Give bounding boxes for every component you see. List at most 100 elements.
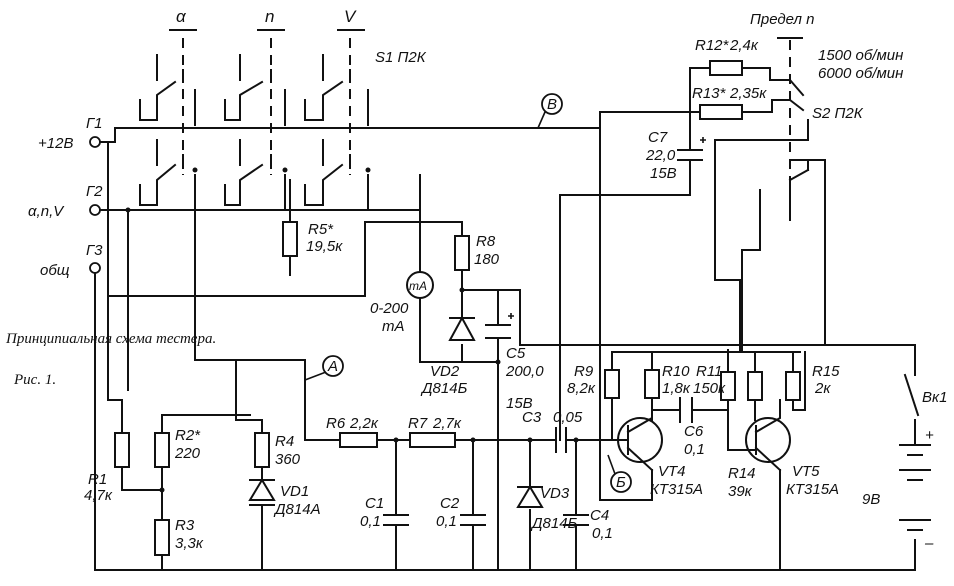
vd2-type: Д814Б [420,380,468,397]
node-markers [304,93,632,493]
c3-ref: С3 [522,409,542,426]
caption-figure: Рис. 1. [13,372,56,388]
r12-value: 2,4к [729,37,759,54]
c5-ref: С5 [506,345,526,362]
r15-body [785,371,801,401]
c4-plates [563,514,589,526]
r2-body [154,432,170,468]
c1-plates [383,514,409,526]
c4-value: 0,1 [592,525,613,542]
c3-plates [555,427,567,453]
r14-body [747,371,763,401]
c5-plus [508,313,514,319]
r5-body [282,221,298,257]
c7-ref: С7 [648,129,668,146]
milliammeter [406,271,434,299]
vd3-type: Д814Б [530,515,578,532]
r10-value: 1,8к [662,380,691,397]
r7-ref: R7 [408,415,428,432]
r14-ref: R14 [728,465,756,482]
r7-value: 2,7к [432,415,462,432]
r11-body [720,371,736,401]
r12-ref: R12* [695,37,730,54]
resistor-bodies [114,60,801,556]
r5-value: 19,5к [306,238,343,255]
node-a: А [327,358,338,375]
r10-body [644,369,660,399]
c5-value: 200,0 [505,363,544,380]
c1-value: 0,1 [360,513,381,530]
c6-plates [679,397,693,423]
battery-symbol [899,444,931,531]
vd1-ref: VD1 [280,483,309,500]
c3-value: 0,05 [553,409,583,426]
wiring [94,67,920,571]
r3-ref: R3 [175,517,195,534]
r8-value: 180 [474,251,500,268]
s2-range-6000: 6000 об/мин [818,65,903,82]
r1-body [114,432,130,468]
c4-ref: С4 [590,507,609,524]
caption-title: Принципиальная схема тестера. [5,331,216,347]
c2-ref: С2 [440,495,460,512]
c6-value: 0,1 [684,441,705,458]
battery-minus: – [924,535,934,552]
r15-value: 2к [814,380,831,397]
node-b: Б [616,474,626,491]
vt5-ref: VT5 [792,463,820,480]
meter-range: 0-200 [370,300,409,317]
c7-plates [677,149,703,161]
r11-ref: R11 [696,363,722,380]
s2-range-1500: 1500 об/мин [818,47,903,64]
r9-body [604,369,620,399]
diode-symbols [248,315,544,508]
vt5-leads [744,399,782,472]
c5-plates [485,324,511,339]
r9-value: 8,2к [567,380,596,397]
r4-value: 360 [275,451,301,468]
r13-body [699,104,743,120]
battery-plus: + [925,427,934,444]
r13-value: 2,35к [729,85,767,102]
vd3-symbol [516,485,544,508]
meter-symbol: mA [409,279,427,293]
r10-ref: R10 [662,363,690,380]
r3-body [154,519,170,556]
terminal-g2-label: α,n,V [28,203,65,220]
c7-voltage: 15В [650,165,677,182]
r12-body [709,60,743,76]
vd2-ref: VD2 [430,363,460,380]
s2-label: S2 П2К [812,105,864,122]
vd1-symbol [248,478,276,506]
r3-value: 3,3к [175,535,204,552]
r1-value: 4,7к [84,487,113,504]
r6-ref: R6 [326,415,346,432]
switch-s2 [777,37,810,182]
c5-voltage: 15В [506,395,533,412]
vd2-symbol [448,315,476,341]
meter-unit: mA [382,318,405,335]
power-switch-label: Вк1 [922,389,947,406]
terminal-g1-label: +12В [38,135,73,152]
terminal-g2-id: Г2 [86,183,103,200]
terminal-g3-label: общ [40,262,70,279]
c2-value: 0,1 [436,513,457,530]
terminal-g1-id: Г1 [86,115,103,132]
r8-body [454,235,470,271]
r8-ref: R8 [476,233,496,250]
s1-pos-v: V [344,7,357,26]
r1-ref: R1 [88,471,107,488]
switch-s1 [139,29,371,211]
c1-ref: С1 [365,495,384,512]
r9-ref: R9 [574,363,594,380]
r13-ref: R13* [692,85,727,102]
capacitor-plates [383,137,706,526]
s1-pos-n: n [265,7,274,26]
r5-ref: R5* [308,221,334,238]
r14-value: 39к [728,483,753,500]
r4-ref: R4 [275,433,294,450]
r4-body [254,432,270,468]
vt4-ref: VT4 [658,463,686,480]
c7-plus [700,137,706,143]
